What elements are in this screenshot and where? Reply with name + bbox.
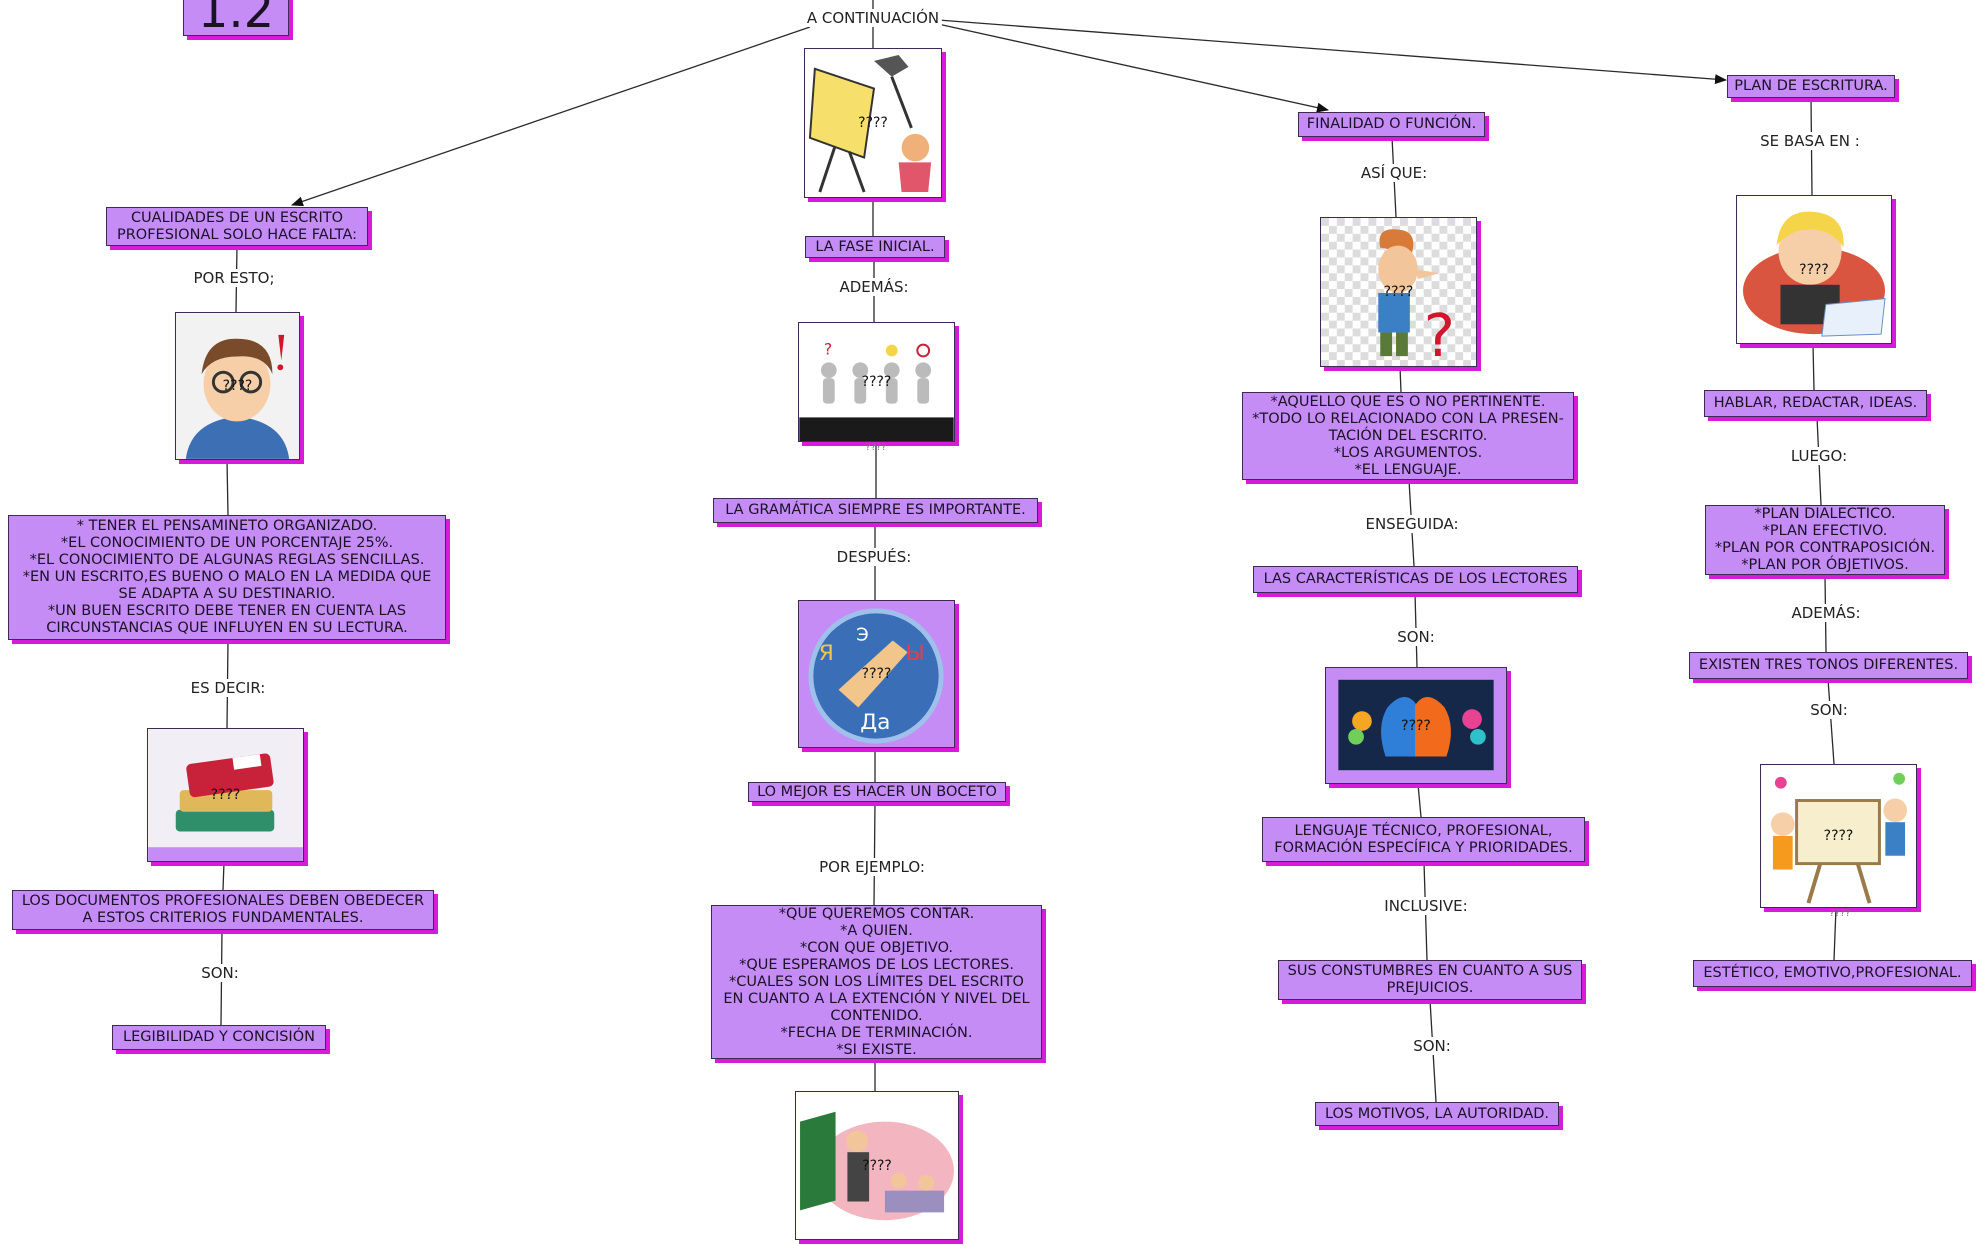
image-underlabel: ????: [1829, 908, 1851, 919]
image-placeholder-text: ????: [222, 378, 253, 394]
tonos-node[interactable]: EXISTEN TRES TONOS DIFERENTES.: [1689, 652, 1968, 679]
title-badge: 1.2: [183, 0, 289, 36]
image-placeholder-text: ????: [862, 1157, 892, 1174]
image-underlabel: ????: [865, 442, 887, 453]
link-label: DESPUÉS:: [833, 548, 915, 566]
svg-text:Э: Э: [856, 625, 868, 645]
drawing-desk-image: ????: [804, 48, 942, 198]
link-label: SON:: [1807, 701, 1851, 719]
motivos-node[interactable]: LOS MOTIVOS, LA AUTORIDAD.: [1315, 1102, 1559, 1126]
link-label: ADEMÁS:: [836, 278, 912, 296]
hub-label: A CONTINUACIÓN: [803, 9, 943, 27]
cualidades-heading[interactable]: CUALIDADES DE UN ESCRITO PROFESIONAL SOL…: [106, 207, 368, 246]
legibilidad-node[interactable]: LEGIBILIDAD Y CONCISIÓN: [112, 1025, 326, 1050]
costumbres-node[interactable]: SUS CONSTUMBRES EN CUANTO A SUS PREJUICI…: [1278, 960, 1582, 1000]
plan-heading[interactable]: PLAN DE ESCRITURA.: [1727, 75, 1895, 98]
hablar-node[interactable]: HABLAR, REDACTAR, IDEAS.: [1704, 390, 1927, 417]
lectores-node[interactable]: LAS CARACTERÍSTICAS DE LOS LECTORES: [1253, 566, 1578, 593]
image-placeholder-text: ????: [210, 787, 241, 803]
cualidades-list[interactable]: * TENER EL PENSAMINETO ORGANIZADO. *EL C…: [8, 515, 446, 640]
image-placeholder-text: ????: [1383, 284, 1414, 300]
finalidad-heading[interactable]: FINALIDAD O FUNCIÓN.: [1298, 112, 1485, 137]
link-label: SON:: [198, 964, 242, 982]
writing-kid-image: ????: [1736, 195, 1892, 344]
svg-text:Ы: Ы: [906, 641, 925, 666]
link-label: ENSEGUIDA:: [1362, 515, 1462, 533]
boceto-node[interactable]: LO MEJOR ES HACER UN BOCETO: [748, 782, 1006, 802]
thinking-boy-image: ????: [175, 312, 300, 460]
image-placeholder-text: ????: [1823, 828, 1854, 844]
ideas-figures-image: ? ????: [798, 322, 955, 442]
link-label: ADEMÁS:: [1788, 604, 1864, 622]
gramatica-node[interactable]: LA GRAMÁTICA SIEMPRE ES IMPORTANTE.: [713, 498, 1038, 523]
image-placeholder-text: ????: [1799, 261, 1829, 278]
finalidad-list[interactable]: *AQUELLO QUE ES O NO PERTINENTE. *TODO L…: [1242, 392, 1574, 480]
lenguaje-node[interactable]: LENGUAJE TÉCNICO, PROFESIONAL, FORMACIÓN…: [1262, 817, 1585, 862]
heads-profile-image: ????: [1325, 667, 1507, 784]
link-label: POR ESTO;: [190, 269, 278, 287]
painting-kids-image: ????: [1760, 764, 1917, 908]
svg-text:?: ?: [824, 339, 832, 358]
link-label: ASÍ QUE:: [1357, 164, 1431, 182]
documentos-node[interactable]: LOS DOCUMENTOS PROFESIONALES DEBEN OBEDE…: [12, 890, 434, 930]
plan-list[interactable]: *PLAN DIALECTICO. *PLAN EFECTIVO. *PLAN …: [1705, 505, 1945, 575]
books-image: ????: [147, 728, 304, 862]
estetico-node[interactable]: ESTÉTICO, EMOTIVO,PROFESIONAL.: [1693, 960, 1972, 987]
link-label: SON:: [1394, 628, 1438, 646]
confused-man-image: ? ????: [1320, 217, 1477, 367]
link-label: SE BASA EN :: [1757, 132, 1863, 150]
link-label: POR EJEMPLO:: [816, 858, 928, 876]
svg-text:Я: Я: [819, 641, 834, 666]
link-label: LUEGO:: [1787, 447, 1851, 465]
svg-text:Да: Да: [860, 710, 890, 735]
link-label: ES DECIR:: [187, 679, 269, 697]
ejemplo-list[interactable]: *QUE QUEREMOS CONTAR. *A QUIEN. *CON QUE…: [711, 905, 1042, 1059]
link-label: INCLUSIVE:: [1381, 897, 1471, 915]
fase-inicial-node[interactable]: LA FASE INICIAL.: [805, 236, 945, 258]
image-placeholder-text: ????: [861, 374, 892, 390]
alphabet-circle-image: Я Э Ы Да ????: [798, 600, 955, 748]
link-label: SON:: [1410, 1037, 1454, 1055]
image-placeholder-text: ????: [858, 115, 888, 131]
svg-text:?: ?: [1424, 301, 1455, 366]
classroom-image: ????: [795, 1091, 959, 1240]
image-placeholder-text: ????: [861, 666, 892, 682]
image-placeholder-text: ????: [1401, 717, 1431, 734]
